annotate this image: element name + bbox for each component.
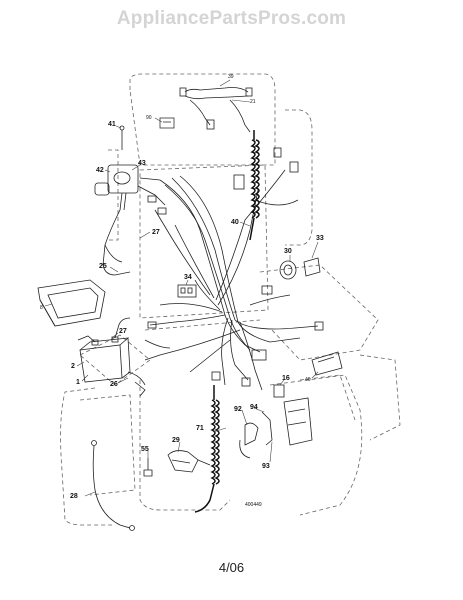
module-33 xyxy=(303,257,321,277)
callout-42: 42 xyxy=(96,167,104,174)
callout-92: 92 xyxy=(234,406,242,413)
switch-46 xyxy=(311,351,343,376)
switch-assembly-92-94-93 xyxy=(239,397,313,459)
watermark-text: AppliancePartsPros.com xyxy=(116,8,347,29)
front-harness-39 xyxy=(179,87,253,133)
callout-26: 26 xyxy=(110,381,118,388)
callout-27-upper: 27 xyxy=(152,229,160,236)
callout-21: 21 xyxy=(250,99,256,105)
switch-90 xyxy=(159,117,175,129)
callout-94: 94 xyxy=(250,404,258,411)
callout-41: 41 xyxy=(108,121,116,128)
callout-34: 34 xyxy=(184,274,192,281)
callout-90: 90 xyxy=(146,115,152,121)
callout-2: 2 xyxy=(71,363,75,370)
callout-55: 55 xyxy=(141,446,149,453)
callout-8: 8 xyxy=(40,305,43,311)
switch-16 xyxy=(273,384,285,398)
conduit-coil-71 xyxy=(194,385,220,513)
callout-93: 93 xyxy=(262,463,270,470)
drawing-number: 400449 xyxy=(245,502,262,508)
component-29 xyxy=(167,450,211,473)
callout-39: 39 xyxy=(228,74,234,80)
callout-71: 71 xyxy=(196,425,204,432)
callout-1: 1 xyxy=(76,379,80,386)
battery-1 xyxy=(79,336,131,383)
ignition-switch-42 xyxy=(94,125,166,263)
battery-tray-8 xyxy=(37,279,106,327)
callout-labels: 39 21 90 41 42 43 27 40 30 33 25 34 8 27… xyxy=(40,74,324,508)
main-wire-harness xyxy=(144,169,319,391)
callout-30: 30 xyxy=(284,248,292,255)
callout-28: 28 xyxy=(70,493,78,500)
cable-25 xyxy=(102,244,131,276)
conduit-coil-40 xyxy=(249,130,260,241)
connector-34 xyxy=(177,284,197,298)
callout-16: 16 xyxy=(282,375,290,382)
callout-33: 33 xyxy=(316,235,324,242)
callout-43: 43 xyxy=(138,160,146,167)
battery-cables xyxy=(77,317,171,397)
callout-27-lower: 27 xyxy=(119,328,127,335)
harness-connectors xyxy=(147,147,324,387)
ground-cable-28 xyxy=(91,440,135,531)
callout-29: 29 xyxy=(172,437,180,444)
callout-46: 46 xyxy=(305,377,311,383)
footer-date: 4/06 xyxy=(218,560,245,575)
relay-30 xyxy=(279,260,297,280)
leader-lines xyxy=(44,79,319,497)
bolt-55 xyxy=(143,458,153,477)
tractor-outline xyxy=(60,73,401,526)
callout-40: 40 xyxy=(231,219,239,226)
callout-25: 25 xyxy=(99,263,107,270)
